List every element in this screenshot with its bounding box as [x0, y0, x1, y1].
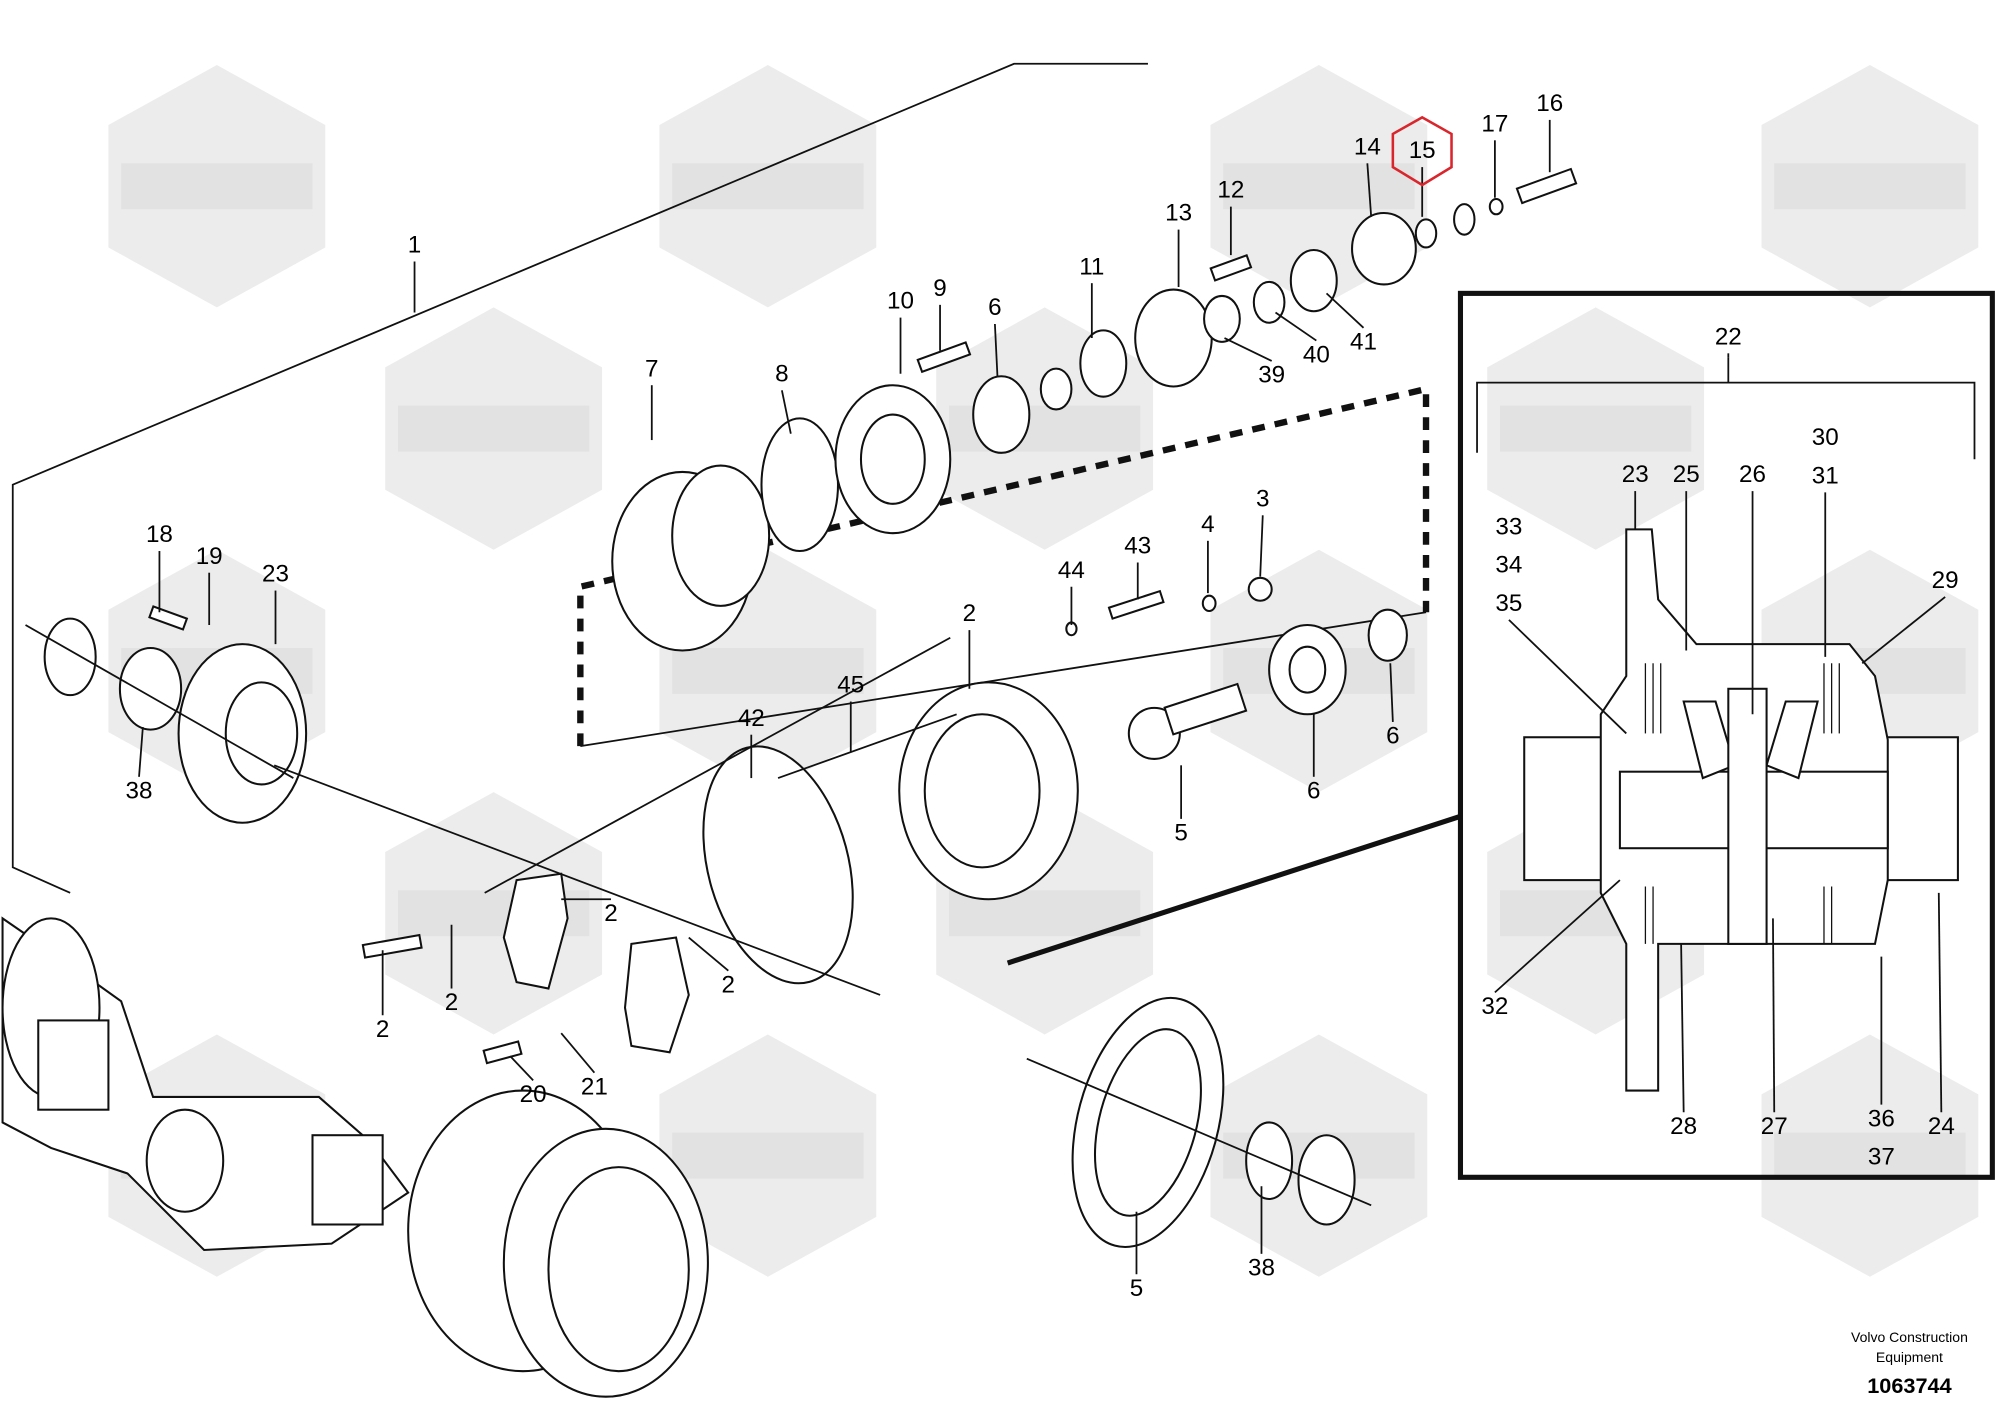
callout-26[interactable]: 26	[1739, 461, 1766, 488]
leader-line	[509, 1055, 534, 1081]
leader-line	[781, 390, 792, 434]
callout-44[interactable]: 44	[1058, 557, 1085, 584]
callout-32[interactable]: 32	[1481, 993, 1508, 1020]
company-name-line2: Equipment	[1876, 1349, 1943, 1365]
watermark-band	[1500, 405, 1692, 452]
callout-22[interactable]: 22	[1715, 323, 1742, 350]
callout-33[interactable]: 33	[1495, 513, 1522, 540]
callout-30[interactable]: 30	[1812, 424, 1839, 451]
callout-3[interactable]: 3	[1256, 485, 1269, 512]
callout-40[interactable]: 40	[1303, 341, 1330, 368]
callout-24[interactable]: 24	[1928, 1113, 1955, 1140]
leader-line	[1772, 918, 1776, 1113]
leader-line	[1861, 596, 1946, 664]
callout-27[interactable]: 27	[1761, 1113, 1788, 1140]
leader-line	[560, 1032, 596, 1074]
callout-1[interactable]: 1	[408, 232, 421, 259]
callout-2[interactable]: 2	[445, 989, 458, 1016]
parts-drawing	[1, 62, 1995, 1398]
watermark-band	[672, 647, 864, 694]
callout-20[interactable]: 20	[520, 1081, 547, 1108]
callout-6[interactable]: 6	[988, 294, 1001, 321]
callout-23[interactable]: 23	[1622, 461, 1649, 488]
callout-6[interactable]: 6	[1307, 778, 1320, 805]
callout-31[interactable]: 31	[1812, 462, 1839, 489]
callout-15[interactable]: 15	[1409, 137, 1436, 164]
highlight-hexagon	[1391, 115, 1453, 187]
watermark-band	[672, 1132, 864, 1179]
callout-7[interactable]: 7	[645, 355, 658, 382]
leader-lines	[138, 119, 1946, 1275]
callout-2[interactable]: 2	[604, 900, 617, 927]
callout-17[interactable]: 17	[1481, 110, 1508, 137]
callout-11[interactable]: 11	[1079, 253, 1104, 280]
callout-38[interactable]: 38	[126, 778, 153, 805]
watermark-band	[1774, 163, 1966, 210]
callout-45[interactable]: 45	[837, 672, 864, 699]
leader-line	[1389, 663, 1394, 722]
callout-23[interactable]: 23	[262, 561, 289, 588]
callout-39[interactable]: 39	[1258, 362, 1285, 389]
leader-line	[688, 936, 729, 972]
leader-line	[1275, 311, 1317, 342]
company-name-line1: Volvo Construction	[1851, 1329, 1968, 1345]
leader-line	[1224, 337, 1273, 362]
watermark-band	[1774, 1132, 1966, 1179]
leader-line	[1508, 619, 1627, 735]
callout-12[interactable]: 12	[1217, 177, 1244, 204]
callout-6[interactable]: 6	[1386, 723, 1399, 750]
callout-43[interactable]: 43	[1124, 533, 1151, 560]
callout-5[interactable]: 5	[1130, 1275, 1143, 1302]
callout-25[interactable]: 25	[1673, 461, 1700, 488]
watermark-band	[672, 163, 864, 210]
callout-38[interactable]: 38	[1248, 1255, 1275, 1282]
leader-line	[1494, 879, 1621, 994]
leader-line	[1259, 515, 1264, 577]
callout-10[interactable]: 10	[887, 288, 914, 315]
watermark-band	[397, 405, 590, 452]
leader-line	[994, 323, 999, 377]
callout-41[interactable]: 41	[1350, 329, 1377, 356]
callout-16[interactable]: 16	[1536, 90, 1563, 117]
watermark-band	[121, 163, 313, 210]
callout-35[interactable]: 35	[1495, 590, 1522, 617]
callout-37[interactable]: 37	[1868, 1144, 1895, 1171]
callout-42[interactable]: 42	[738, 705, 765, 732]
callout-8[interactable]: 8	[775, 360, 788, 387]
callout-19[interactable]: 19	[196, 543, 223, 570]
callout-29[interactable]: 29	[1932, 567, 1959, 594]
callout-9[interactable]: 9	[933, 275, 946, 302]
callout-2[interactable]: 2	[376, 1016, 389, 1043]
callout-4[interactable]: 4	[1201, 511, 1214, 538]
callout-13[interactable]: 13	[1165, 200, 1192, 227]
leader-line	[1325, 292, 1365, 329]
callout-5[interactable]: 5	[1174, 820, 1187, 847]
callout-2[interactable]: 2	[722, 971, 735, 998]
callout-28[interactable]: 28	[1670, 1113, 1697, 1140]
drawing-number: 1063744	[1867, 1373, 1951, 1398]
callout-18[interactable]: 18	[146, 521, 173, 548]
leader-line	[1366, 163, 1373, 217]
callout-14[interactable]: 14	[1354, 133, 1381, 160]
callout-34[interactable]: 34	[1495, 552, 1522, 579]
leader-line	[1937, 892, 1943, 1113]
callout-2[interactable]: 2	[963, 600, 976, 627]
leader-line	[1680, 943, 1685, 1113]
watermark-band	[1223, 163, 1415, 210]
callout-21[interactable]: 21	[581, 1073, 608, 1100]
callout-36[interactable]: 36	[1868, 1105, 1895, 1132]
leader-line	[138, 726, 144, 777]
